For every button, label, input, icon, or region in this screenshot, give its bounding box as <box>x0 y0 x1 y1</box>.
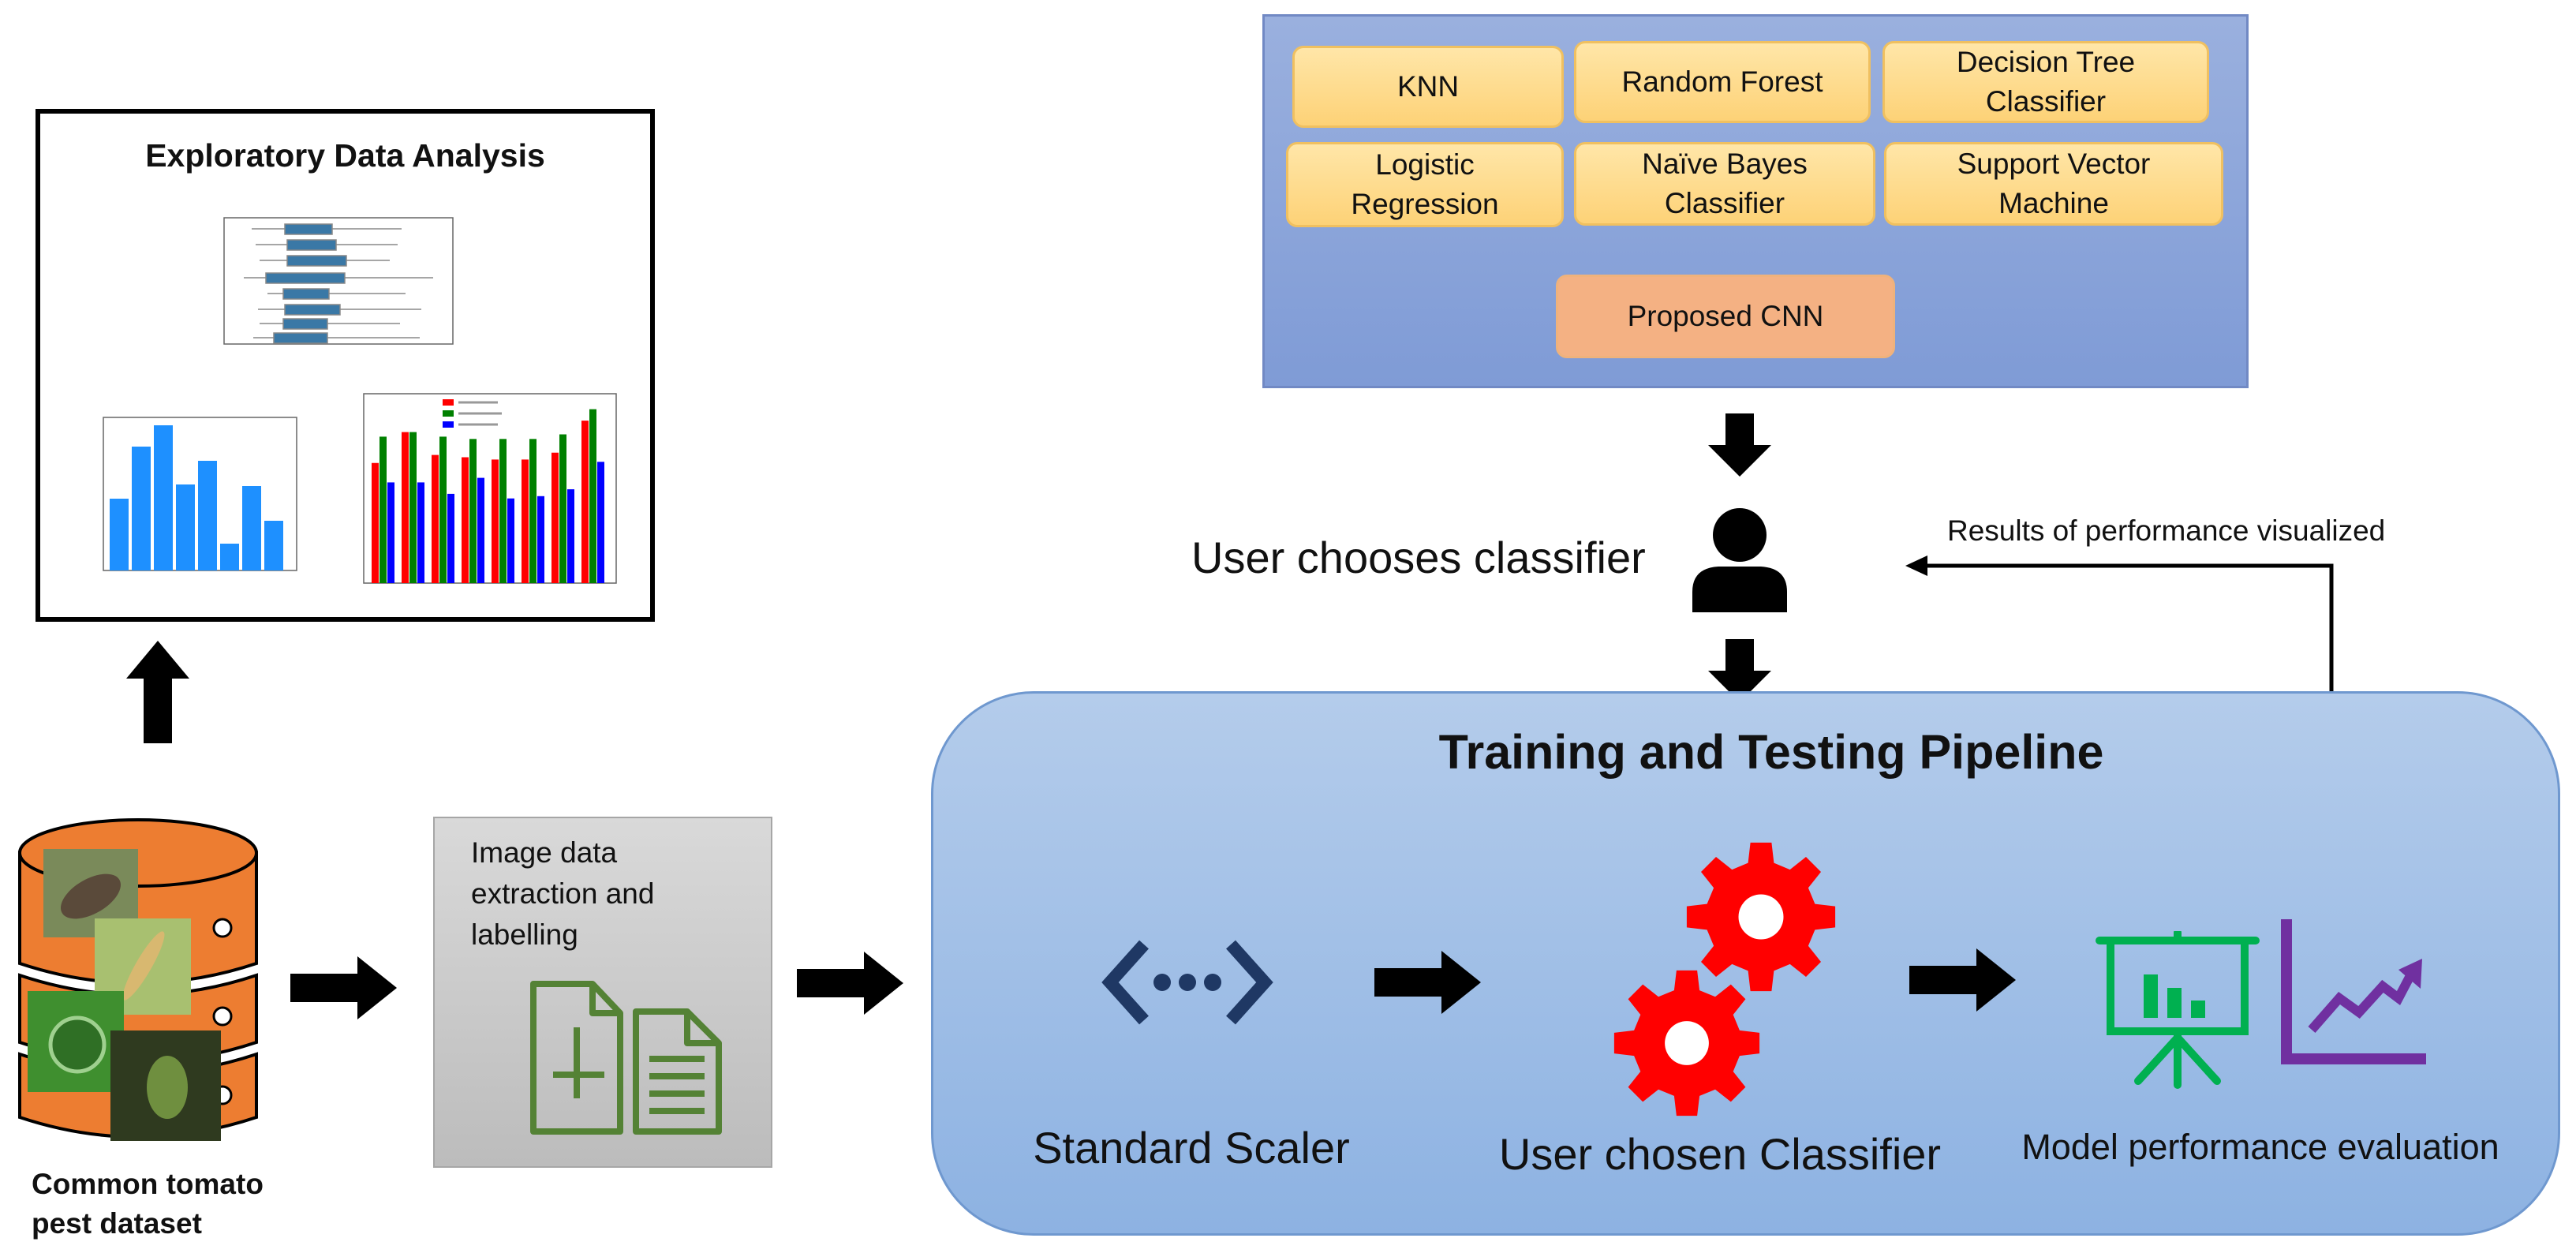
thumbnail-bar <box>417 482 424 583</box>
thumbnail-bar <box>581 421 589 583</box>
thumbnail-bar <box>537 496 544 583</box>
gears-icon <box>1613 842 1836 1116</box>
thumbnail-bar <box>379 436 387 583</box>
arrow-right-icon <box>290 956 397 1019</box>
thumbnail-bar <box>447 493 454 583</box>
pipeline-title: Training and Testing Pipeline <box>1438 725 2104 779</box>
classifier-knn[interactable]: KNN <box>1292 46 1564 128</box>
thumbnail-bar <box>567 489 574 583</box>
thumbnail-bar <box>589 409 596 583</box>
thumbnail-bar <box>492 459 499 583</box>
classifier-random-forest[interactable]: Random Forest <box>1574 41 1871 123</box>
eda-box: Exploratory Data Analysis <box>36 109 655 622</box>
thumbnail-bar <box>522 459 529 583</box>
presentation-chart-icon <box>2096 931 2260 1089</box>
arrow-down-icon <box>1708 639 1771 702</box>
classifier-logistic-regression[interactable]: Logistic Regression <box>1286 142 1564 227</box>
classifier-step-label: User chosen Classifier <box>1498 1129 1942 1179</box>
thumbnail-bar <box>551 452 559 583</box>
thumbnail-bar <box>409 432 417 583</box>
user-step-label: User chooses classifier <box>1191 533 1646 582</box>
thumbnail-bar <box>499 439 507 583</box>
document-icon <box>530 981 722 1135</box>
dataset-label: Common tomato pest dataset <box>32 1168 264 1240</box>
classifier-svm[interactable]: Support Vector Machine <box>1884 142 2223 226</box>
thumbnail-bar <box>439 436 447 583</box>
classifier-proposed-cnn[interactable]: Proposed CNN <box>1556 275 1895 358</box>
extraction-box: Image data extraction and labelling <box>433 817 772 1168</box>
extraction-label: Image data extraction and labelling <box>471 836 655 951</box>
thumbnail-bar <box>559 434 566 583</box>
eda-title: Exploratory Data Analysis <box>145 137 545 174</box>
thumbnail-bar <box>372 462 379 583</box>
feedback-label: Results of performance visualized <box>1947 514 2386 547</box>
thumbnail-bar <box>529 439 537 583</box>
arrow-right-icon <box>1909 948 2016 1012</box>
thumbnail-bar <box>402 432 409 583</box>
thumbnail-bar <box>597 462 604 583</box>
evaluation-label: Model performance evaluation <box>2021 1127 2499 1167</box>
thumbnail-bar <box>507 498 514 583</box>
thumbnail-bar <box>387 482 394 583</box>
trend-chart-icon <box>2281 919 2426 1064</box>
eda-boxplot-thumbnail <box>223 217 454 345</box>
eda-avg-color-thumbnail <box>363 393 617 584</box>
scaler-label: Standard Scaler <box>1033 1123 1350 1173</box>
arrow-right-icon <box>1374 951 1481 1014</box>
thumbnail-bar <box>432 454 439 583</box>
classifier-naive-bayes[interactable]: Naïve Bayes Classifier <box>1574 142 1875 226</box>
eda-class-count-thumbnail <box>103 417 297 571</box>
arrow-up-icon <box>126 641 189 743</box>
database-icon <box>18 818 258 1141</box>
arrow-down-icon <box>1708 413 1771 477</box>
classifier-decision-tree[interactable]: Decision Tree Classifier <box>1882 41 2209 123</box>
thumbnail-bar <box>477 477 484 583</box>
scaler-icon <box>1101 940 1273 1025</box>
user-icon <box>1692 508 1787 612</box>
arrow-right-icon <box>797 952 903 1015</box>
thumbnail-bar <box>462 457 469 583</box>
thumbnail-bar <box>469 439 477 583</box>
